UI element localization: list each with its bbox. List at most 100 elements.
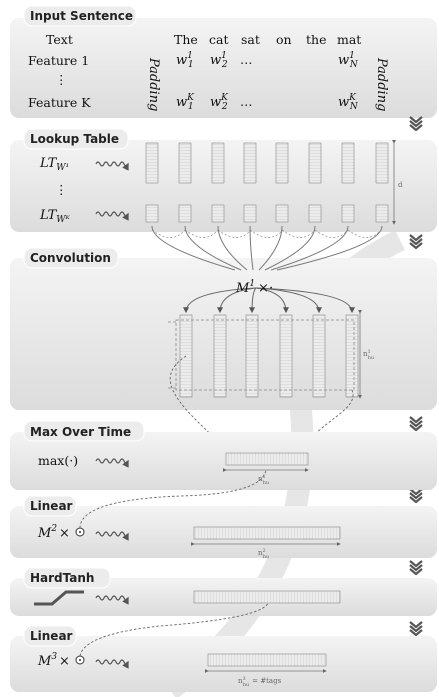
padding-right-label: Padding bbox=[374, 57, 389, 111]
lookup-column-top bbox=[145, 142, 159, 184]
hardtanh-vector bbox=[193, 590, 341, 604]
linear-connectors bbox=[75, 469, 269, 665]
maxover-vector bbox=[225, 452, 309, 466]
lookup-conv-line bbox=[184, 225, 242, 271]
conv-arrow bbox=[255, 287, 355, 314]
lookup-cross-line bbox=[151, 229, 186, 238]
conv-column bbox=[279, 314, 293, 398]
maxover-operator: max(·) bbox=[38, 453, 78, 468]
lookup-conv-line bbox=[270, 225, 349, 271]
panel-tab bbox=[23, 420, 145, 442]
word-token: cat bbox=[209, 32, 228, 47]
chevron-down-icon bbox=[409, 564, 423, 572]
conv-column bbox=[245, 314, 259, 398]
panel-title: Linear bbox=[30, 499, 73, 513]
lookup-cross-line bbox=[184, 229, 219, 238]
lookup-vdots: ⋮ bbox=[55, 182, 68, 197]
chevron-down-icon bbox=[409, 568, 423, 576]
lookup-column-top bbox=[375, 142, 389, 184]
panel-tab bbox=[23, 247, 119, 269]
lookup-ltk-label: LTWᴷ bbox=[39, 208, 71, 225]
hardtanh-to-linear2-link bbox=[79, 602, 269, 657]
conv-window-edge bbox=[168, 321, 176, 389]
lookup-column-bottom bbox=[145, 204, 159, 223]
lookup-cross-line bbox=[217, 229, 252, 238]
linear2-vector bbox=[207, 653, 327, 667]
conv-arrow bbox=[255, 287, 289, 314]
squiggle-arrow-icon bbox=[95, 659, 129, 669]
squiggle-arrow-icon bbox=[95, 161, 129, 171]
padding-left-label: Padding bbox=[146, 57, 161, 111]
conv-arrow bbox=[249, 287, 257, 314]
lookup-conv-line bbox=[249, 225, 254, 271]
lookup-conv-line bbox=[258, 225, 283, 271]
panel-tab bbox=[23, 625, 77, 647]
chevron-down-icon bbox=[409, 120, 423, 128]
chevron-down-icon bbox=[409, 496, 423, 504]
conv-column bbox=[312, 314, 326, 398]
conv-column bbox=[345, 314, 359, 398]
linear2-operator: M3× bbox=[37, 652, 70, 669]
lookup-column-bottom bbox=[243, 204, 257, 223]
squiggle-arrow-icon bbox=[95, 458, 129, 468]
lookup-columns bbox=[145, 142, 389, 223]
chevron-down-icon bbox=[409, 420, 423, 428]
lookup-column-bottom bbox=[211, 204, 225, 223]
row-vdots: ⋮ bbox=[55, 72, 68, 87]
token-f1-dots: … bbox=[240, 52, 253, 67]
lookup-column-bottom bbox=[178, 204, 192, 223]
conv-window bbox=[175, 319, 355, 391]
lookup-column-top bbox=[341, 142, 355, 184]
chevron-down-icon bbox=[409, 488, 423, 496]
chevron-down-icon bbox=[409, 424, 423, 432]
panel-tab bbox=[23, 128, 129, 150]
panel-title: Linear bbox=[30, 629, 73, 643]
word-token: sat bbox=[241, 32, 260, 47]
lookup-conv-line bbox=[264, 225, 316, 271]
lookup-lt1-label: LTW¹ bbox=[39, 156, 69, 173]
chevron-down-icon bbox=[409, 560, 423, 568]
row-label-feature-1: Feature 1 bbox=[28, 53, 89, 68]
panel-input-sentence: Input Sentence Text Feature 1 ⋮ Feature … bbox=[10, 5, 437, 118]
token-fk-dots: … bbox=[240, 94, 253, 109]
lookup-column-top bbox=[178, 142, 192, 184]
conv-operator: M1×· bbox=[235, 279, 273, 296]
lookup-cross-line bbox=[281, 229, 316, 238]
row-label-feature-k: Feature K bbox=[28, 95, 91, 110]
chevron-down-icon bbox=[409, 116, 423, 124]
panel-title: Max Over Time bbox=[30, 425, 131, 439]
panel-title: Convolution bbox=[30, 251, 111, 265]
chevron-down-icon bbox=[409, 234, 423, 242]
panel-hardtanh: HardTanh bbox=[10, 567, 437, 616]
panel-title: Lookup Table bbox=[30, 132, 119, 146]
squiggle-arrow-icon bbox=[95, 211, 129, 221]
chevron-group bbox=[409, 116, 423, 637]
lookup-dim-label: d bbox=[398, 181, 403, 189]
chevron-down-icon bbox=[409, 629, 423, 637]
chevron-down-icon bbox=[409, 238, 423, 246]
maxover-to-linear1-link bbox=[79, 469, 267, 529]
squiggle-arrow-icon bbox=[95, 595, 129, 605]
panel-tab bbox=[23, 495, 77, 517]
lookup-cross-line bbox=[347, 229, 382, 238]
lookup-to-conv-connectors bbox=[151, 225, 383, 271]
lookup-column-bottom bbox=[341, 204, 355, 223]
word-token: mat bbox=[337, 32, 361, 47]
lookup-cross-line bbox=[314, 229, 349, 238]
linear1-vector bbox=[193, 526, 341, 540]
panel-title: HardTanh bbox=[30, 571, 94, 585]
chevron-down-icon bbox=[409, 492, 423, 500]
word-token: the bbox=[306, 32, 326, 47]
